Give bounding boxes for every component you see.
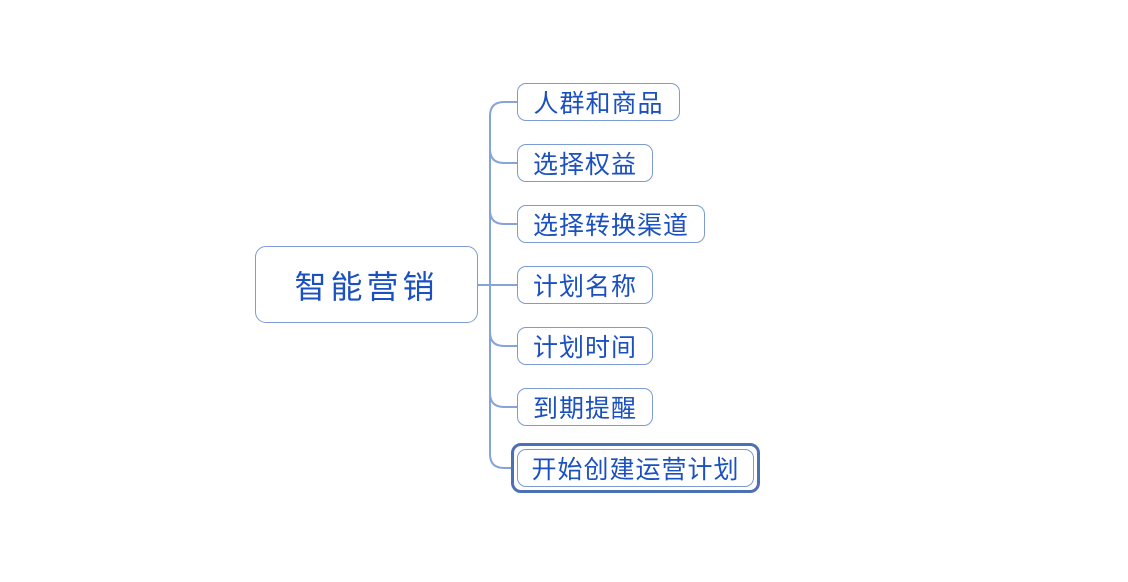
connector-branch-6 bbox=[489, 392, 518, 408]
root-node-label: 智能营销 bbox=[294, 268, 439, 305]
child-node-crowd-and-products[interactable]: 人群和商品 bbox=[517, 83, 680, 121]
child-node-label: 到期提醒 bbox=[532, 396, 637, 423]
connector-branch-2 bbox=[489, 148, 518, 164]
connector-branch-3 bbox=[489, 209, 518, 225]
connector-branch-5 bbox=[489, 331, 518, 347]
child-node-start-create-operation-plan[interactable]: 开始创建运营计划 bbox=[517, 449, 754, 487]
root-node[interactable]: 智能营销 bbox=[255, 246, 478, 323]
child-node-label: 开始创建运营计划 bbox=[531, 457, 740, 484]
child-node-plan-time[interactable]: 计划时间 bbox=[517, 327, 653, 365]
child-node-select-benefits[interactable]: 选择权益 bbox=[517, 144, 653, 182]
child-node-expiry-reminder[interactable]: 到期提醒 bbox=[517, 388, 653, 426]
child-node-label: 计划名称 bbox=[532, 274, 637, 301]
child-node-label: 选择转换渠道 bbox=[532, 213, 689, 240]
child-node-select-conversion-channel[interactable]: 选择转换渠道 bbox=[517, 205, 705, 243]
connector-trunk bbox=[489, 101, 518, 469]
child-node-plan-name[interactable]: 计划名称 bbox=[517, 266, 653, 304]
child-node-label: 人群和商品 bbox=[533, 91, 664, 118]
child-node-label: 选择权益 bbox=[532, 152, 637, 179]
child-node-label: 计划时间 bbox=[532, 335, 637, 362]
